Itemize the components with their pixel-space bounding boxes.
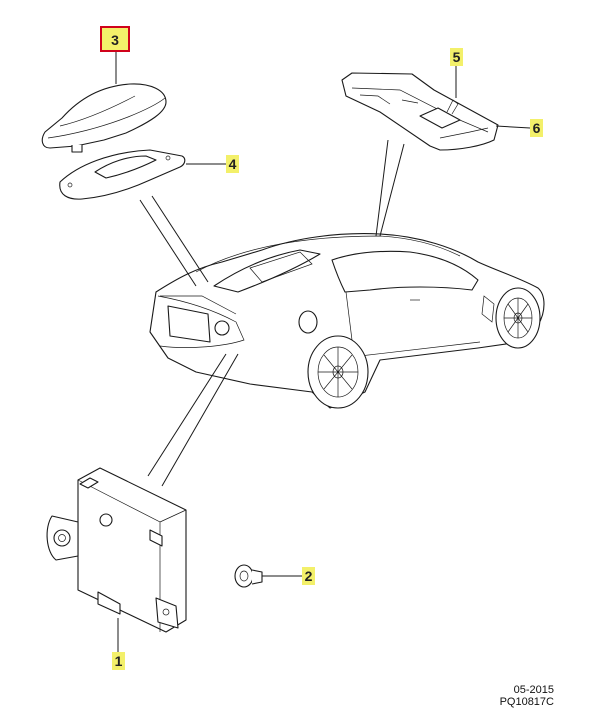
callout-label: 5: [453, 49, 461, 65]
callout-label: 2: [305, 568, 313, 584]
callout-5[interactable]: 5: [450, 48, 463, 66]
callout-4[interactable]: 4: [226, 155, 239, 173]
selection-frame: [100, 26, 130, 52]
front-wheel: [495, 287, 541, 349]
callout-1[interactable]: 1: [112, 652, 125, 670]
grommet[interactable]: [234, 564, 263, 588]
callout-label: 3: [111, 32, 119, 48]
control-module[interactable]: [46, 467, 187, 633]
overhead-console[interactable]: [341, 72, 499, 151]
antenna-gasket[interactable]: [59, 149, 186, 200]
callout-6[interactable]: 6: [530, 119, 543, 137]
roof-antenna-cover[interactable]: [41, 83, 167, 153]
footer: 05-2015 PQ10817C: [500, 684, 554, 708]
callout-2[interactable]: 2: [302, 567, 315, 585]
callout-label: 1: [115, 653, 123, 669]
rear-wheel: [307, 335, 369, 409]
leader-lines: [115, 52, 531, 652]
diagram-date: 05-2015: [513, 684, 554, 696]
callout-label: 6: [533, 120, 541, 136]
callout-label: 4: [229, 156, 237, 172]
callout-3[interactable]: 3: [100, 26, 130, 52]
car-illustration: [149, 233, 545, 409]
diagram-code: PQ10817C: [499, 696, 554, 708]
